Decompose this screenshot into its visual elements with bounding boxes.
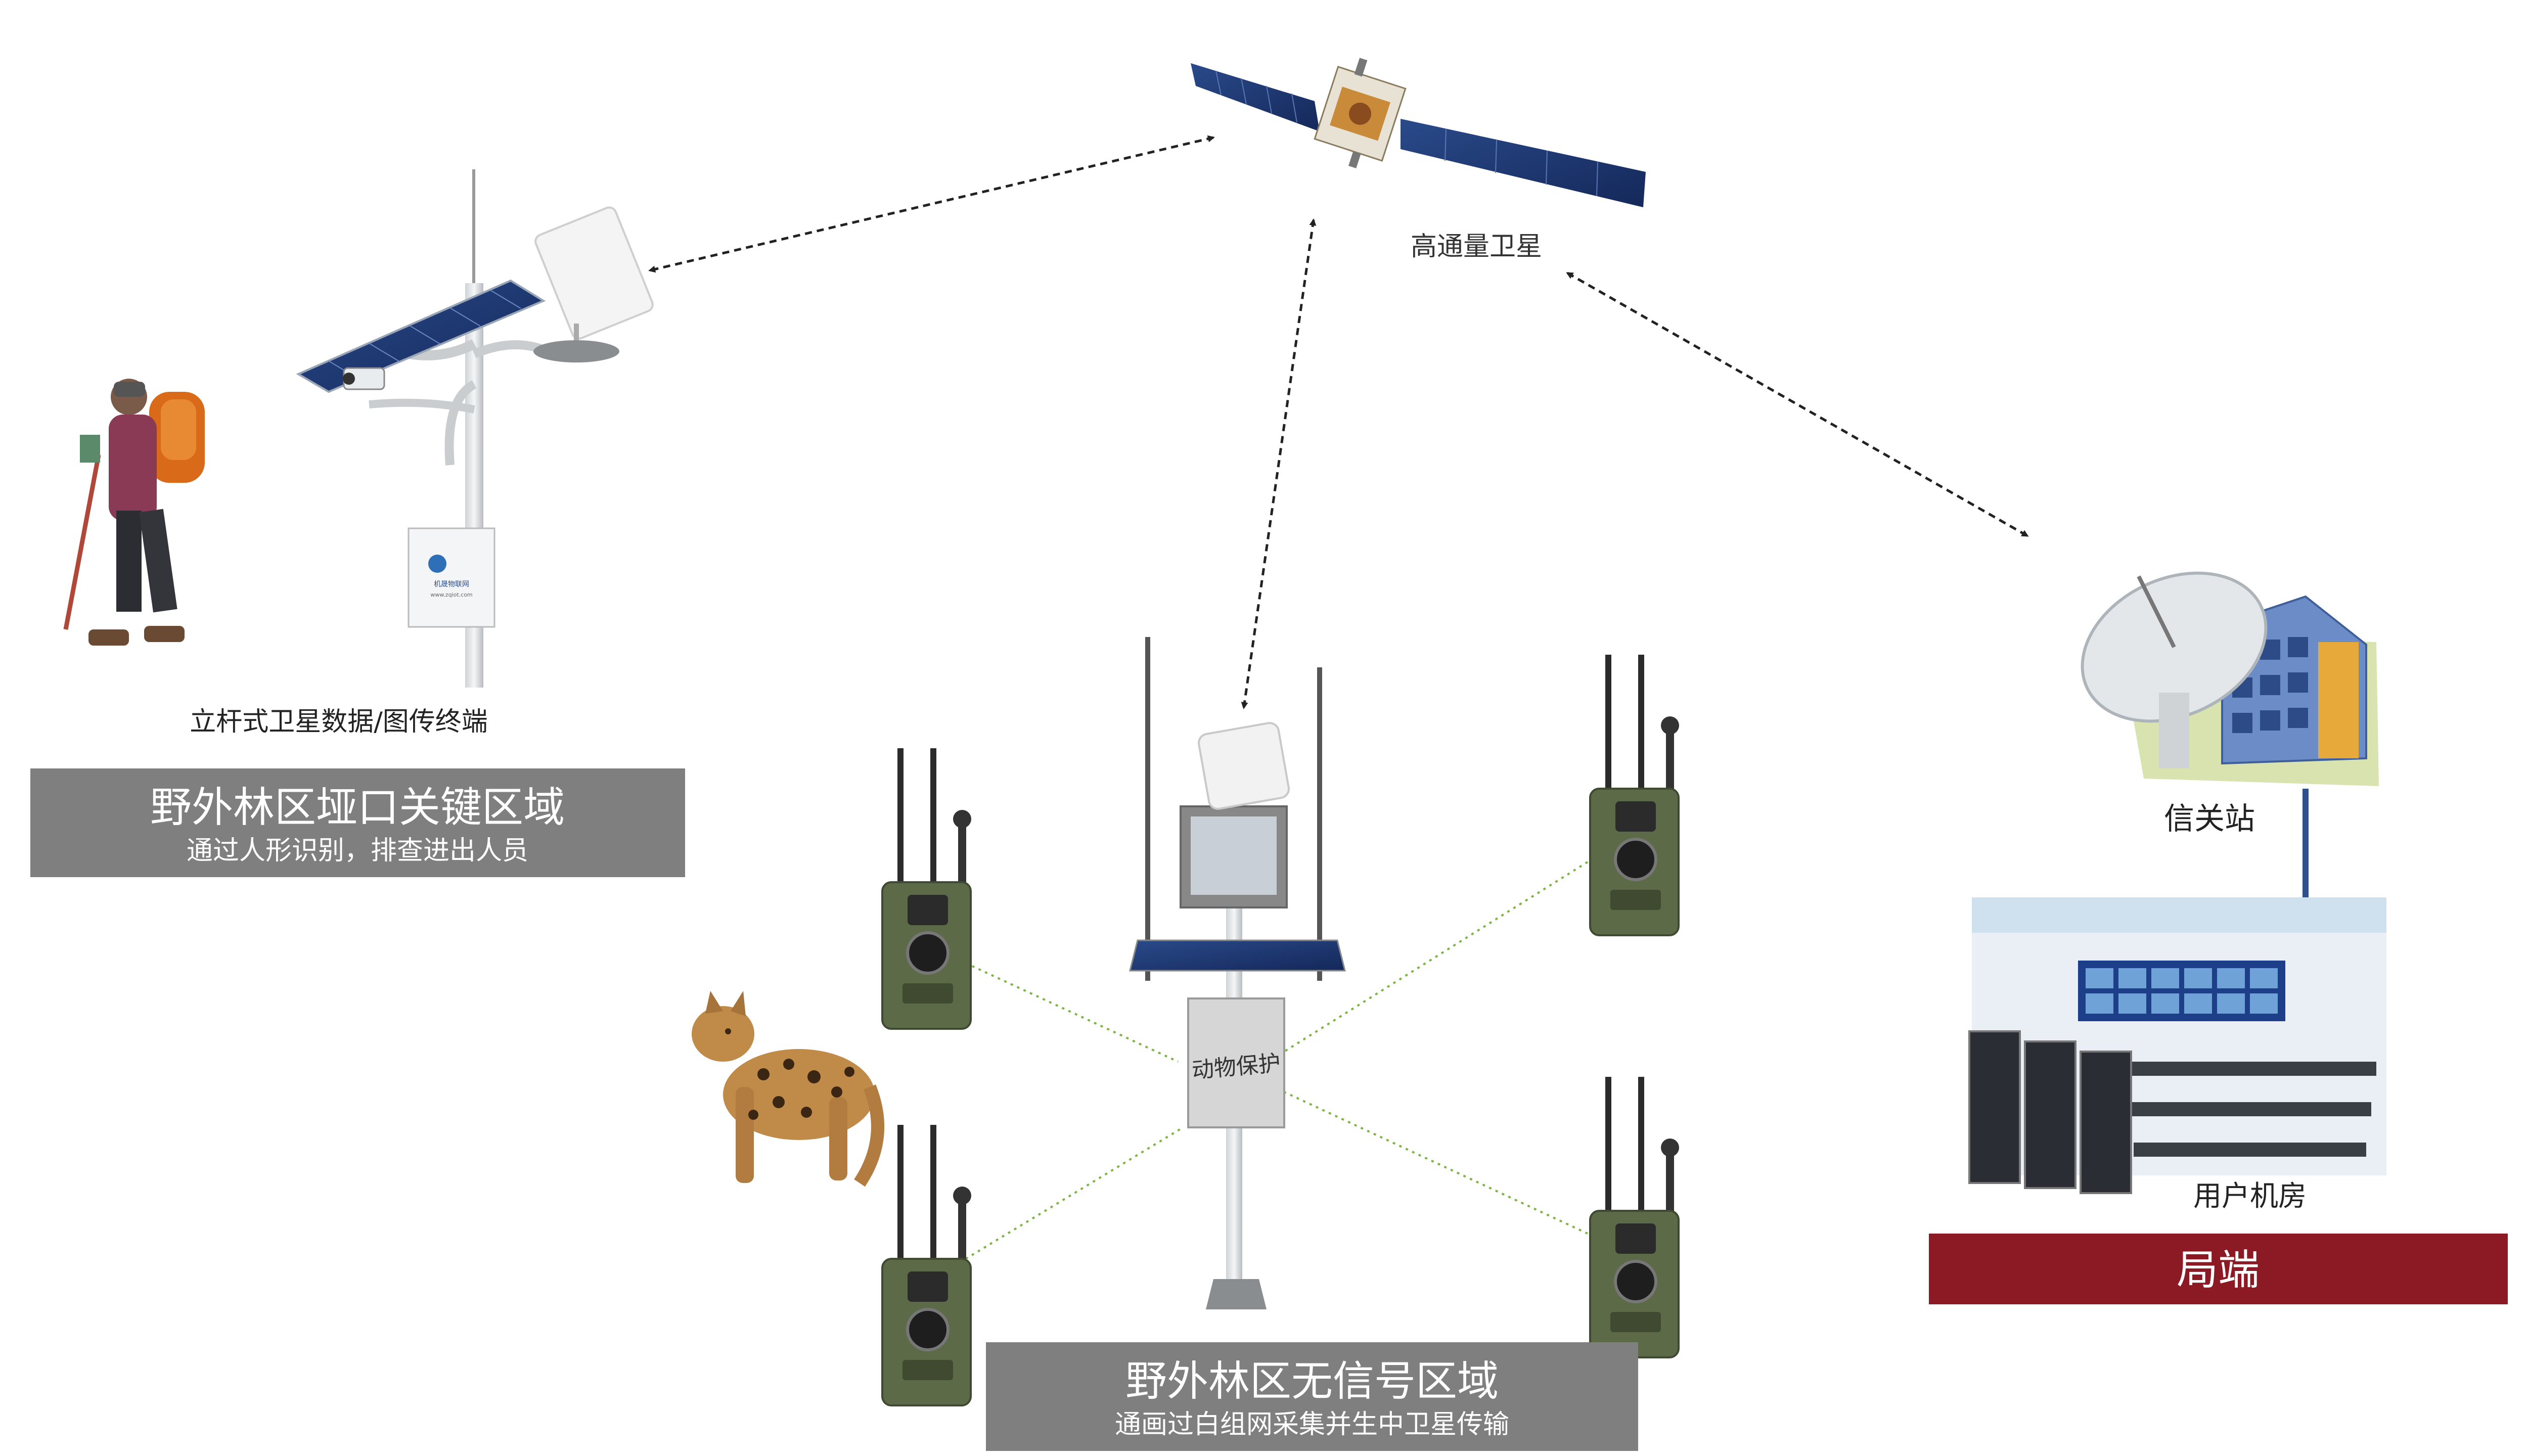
mesh-link-bottom-left <box>965 1126 1184 1260</box>
camera-top-left-icon <box>881 748 972 1030</box>
satellite-icon <box>1191 58 1646 207</box>
mesh-link-bottom-right <box>1284 1091 1588 1235</box>
satellite-label: 高通量卫星 <box>1411 232 1542 262</box>
center-station-icon: 动物保护 <box>1129 637 1346 1309</box>
no-signal-zone-banner <box>986 1342 1638 1451</box>
camera-top-right-icon <box>1589 655 1680 936</box>
pass-zone-subtitle: 通过人形识别，排查进出人员 <box>187 836 528 866</box>
satellite-links <box>648 135 2029 709</box>
link-satellite-gateway <box>1566 271 2029 537</box>
machine-room-icon <box>1968 897 2386 1194</box>
camera-bottom-right-icon <box>1589 1077 1680 1358</box>
hiker-icon <box>63 379 205 646</box>
mesh-links <box>965 861 1589 1260</box>
office-end-title: 局端 <box>2177 1246 2260 1294</box>
leopard-cat-icon <box>692 991 884 1187</box>
pole-box-url: www.zqiot.com <box>430 592 472 598</box>
no-signal-zone-title: 野外林区无信号区域 <box>1125 1357 1499 1405</box>
mesh-link-top-right <box>1283 861 1589 1053</box>
pass-zone-banner <box>30 768 685 877</box>
pole-terminal-icon: 机晟物联网 www.zqiot.com <box>296 169 654 688</box>
gateway-label: 信关站 <box>2164 801 2255 837</box>
gateway-station-icon <box>2081 571 2379 786</box>
pole-terminal-label: 立杆式卫星数据/图传终端 <box>190 707 488 737</box>
pass-zone-title: 野外林区垭口关键区域 <box>150 784 565 832</box>
link-satellite-pole <box>648 135 1215 273</box>
machine-room-label: 用户机房 <box>2193 1180 2307 1213</box>
camera-bottom-left-icon <box>881 1125 972 1406</box>
office-end-banner <box>1929 1234 2508 1304</box>
no-signal-zone-subtitle: 通画过白组网采集并生中卫星传输 <box>1115 1409 1509 1440</box>
link-satellite-station <box>1241 218 1317 709</box>
pole-box-logo: 机晟物联网 <box>434 580 469 588</box>
